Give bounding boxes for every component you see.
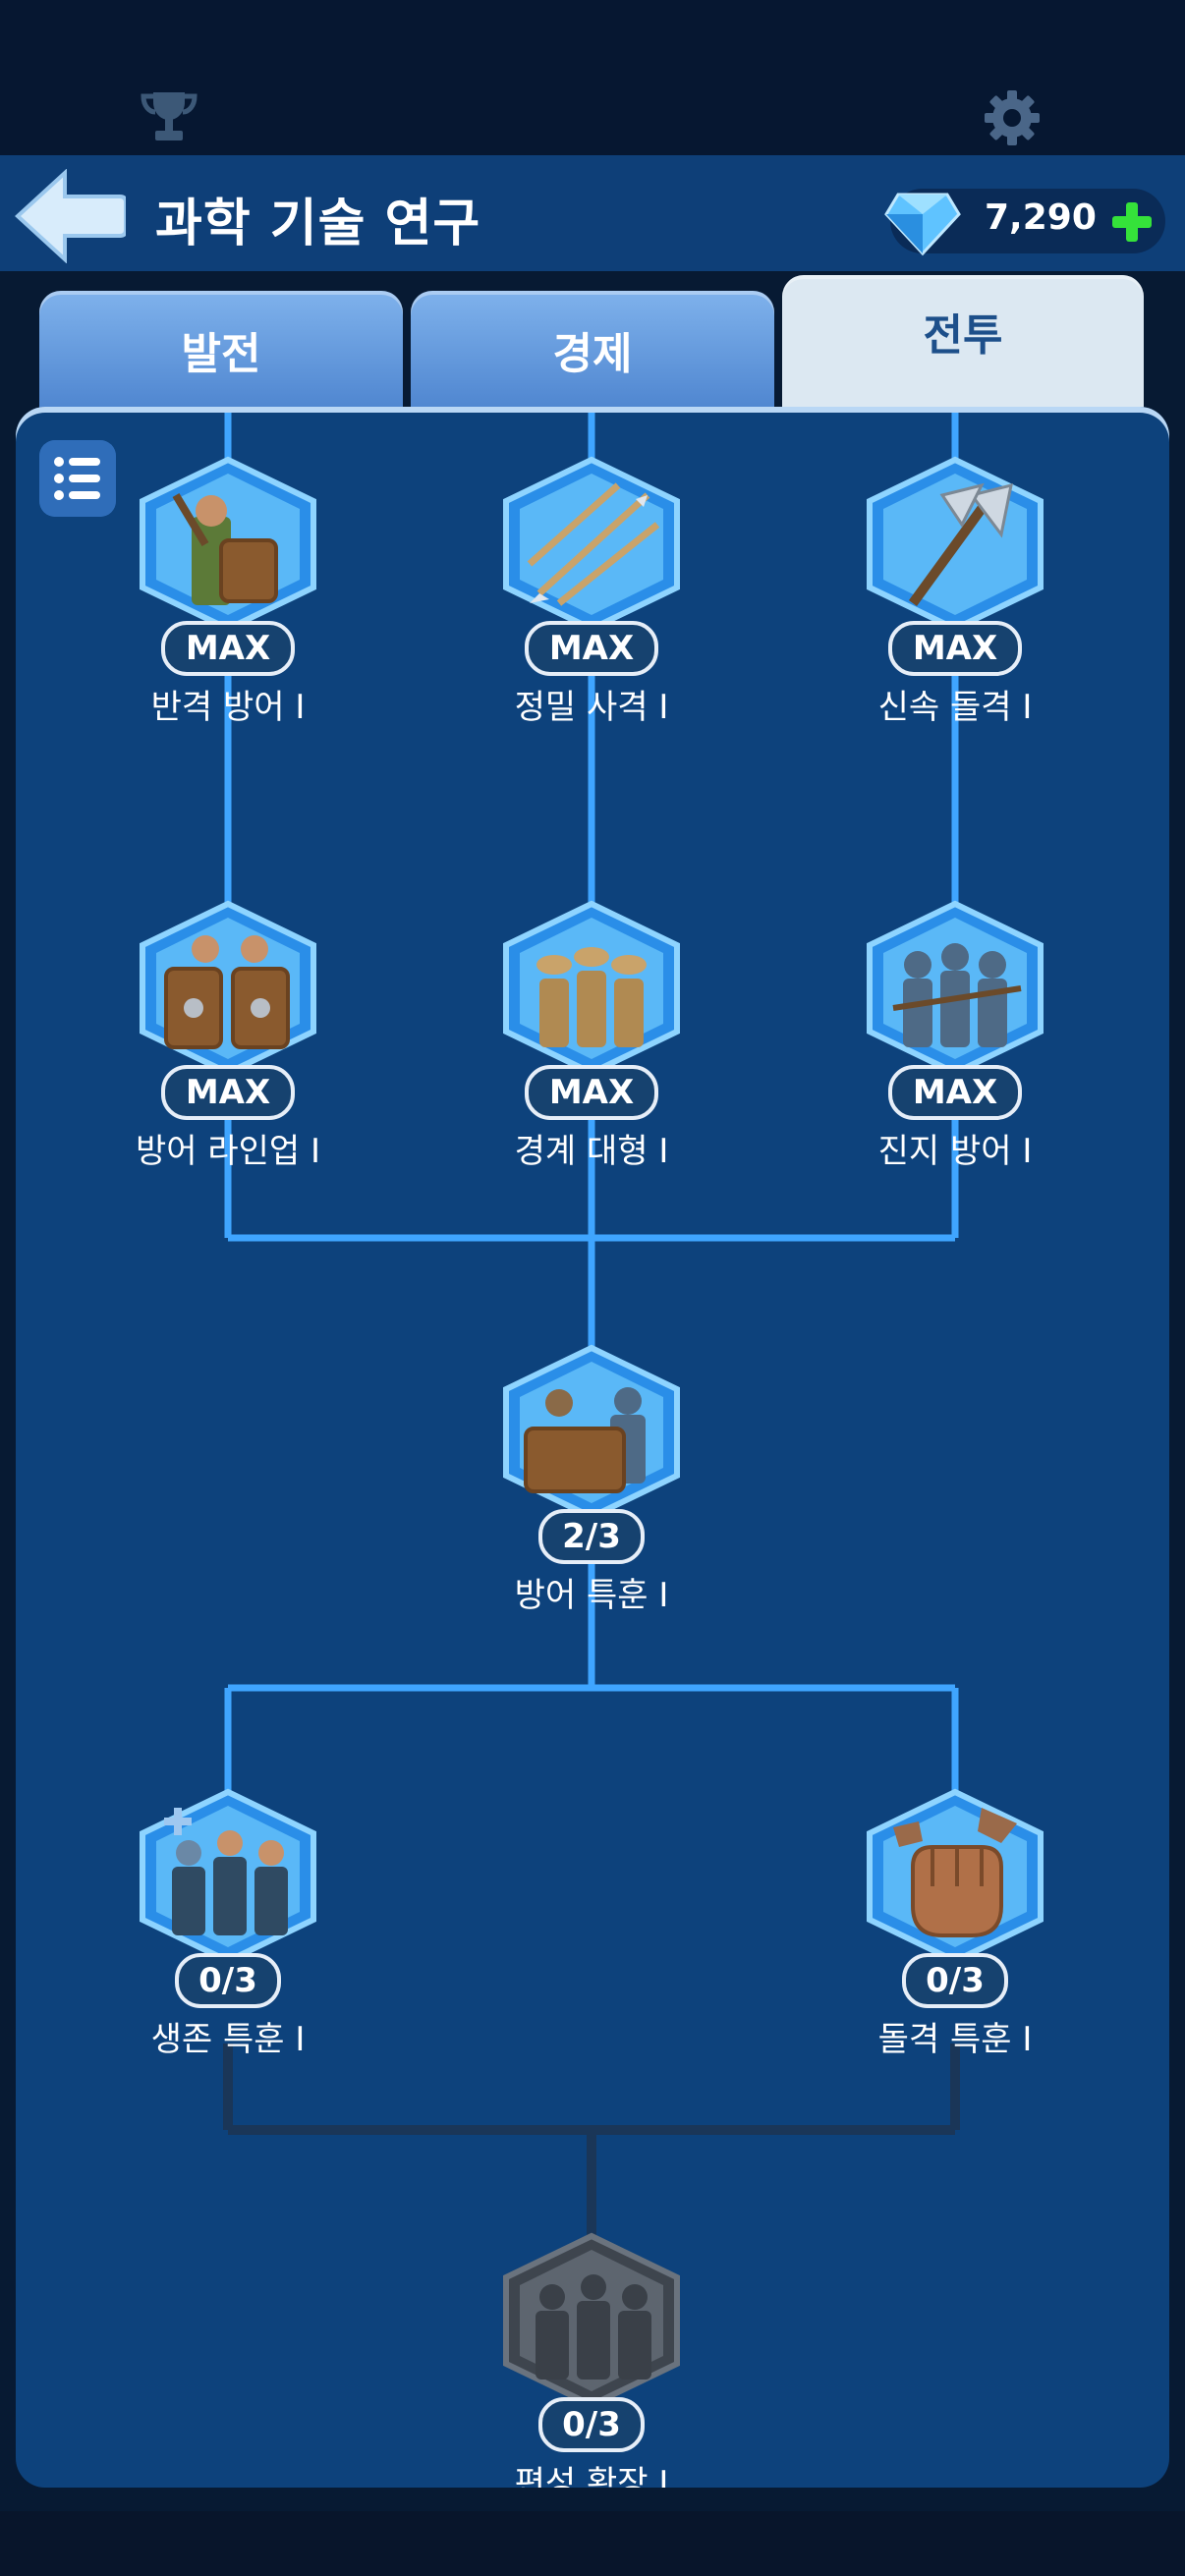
node-level-badge: 2/3	[538, 1509, 645, 1564]
node-label: 생존 특훈 Ⅰ	[150, 2020, 306, 2059]
tech-node-defense-training[interactable]	[500, 1344, 683, 1521]
tech-node-counter-defense[interactable]	[137, 456, 319, 633]
tech-node-precision-shot[interactable]	[500, 456, 683, 633]
tech-node-formation-expansion[interactable]	[500, 2232, 683, 2409]
node-level-badge: MAX	[888, 1065, 1022, 1120]
page-title: 과학 기술 연구	[155, 195, 481, 253]
diamond-icon	[884, 193, 961, 256]
trophy-icon[interactable]	[138, 86, 200, 149]
tech-node-rapid-charge[interactable]	[864, 456, 1046, 633]
node-label: 편성 확장 Ⅰ	[514, 2464, 669, 2488]
node-level-badge: MAX	[888, 621, 1022, 676]
node-level-badge: 0/3	[538, 2397, 645, 2452]
node-level-badge: 0/3	[902, 1953, 1008, 2008]
node-level-badge: MAX	[525, 1065, 658, 1120]
gear-icon[interactable]	[981, 86, 1044, 149]
node-label: 방어 특훈 Ⅰ	[514, 1576, 669, 1615]
tech-node-position-defense[interactable]	[864, 900, 1046, 1077]
list-icon[interactable]	[39, 440, 116, 517]
node-level-badge: MAX	[161, 1065, 295, 1120]
tech-node-alert-formation[interactable]	[500, 900, 683, 1077]
tech-node-defense-lineup[interactable]	[137, 900, 319, 1077]
node-label: 경계 대형 Ⅰ	[514, 1132, 669, 1171]
node-level-badge: 0/3	[175, 1953, 281, 2008]
node-label: 방어 라인업 Ⅰ	[135, 1132, 321, 1171]
node-label: 신속 돌격 Ⅰ	[877, 688, 1033, 727]
gem-count: 7,290	[985, 197, 1097, 238]
bottom-bar	[0, 2511, 1185, 2576]
tech-node-survival-training[interactable]	[137, 1788, 319, 1965]
tab-development[interactable]: 발전	[39, 291, 403, 409]
tab-combat[interactable]: 전투	[782, 275, 1144, 409]
node-label: 돌격 특훈 Ⅰ	[877, 2020, 1033, 2059]
node-level-badge: MAX	[525, 621, 658, 676]
back-arrow-icon[interactable]	[14, 169, 126, 263]
tab-economy[interactable]: 경제	[411, 291, 774, 409]
node-level-badge: MAX	[161, 621, 295, 676]
tech-node-charge-training[interactable]	[864, 1788, 1046, 1965]
plus-icon[interactable]	[1110, 200, 1154, 244]
node-label: 반격 방어 Ⅰ	[150, 688, 306, 727]
node-label: 진지 방어 Ⅰ	[877, 1132, 1033, 1171]
top-bar	[0, 0, 1185, 155]
node-label: 정밀 사격 Ⅰ	[514, 688, 669, 727]
